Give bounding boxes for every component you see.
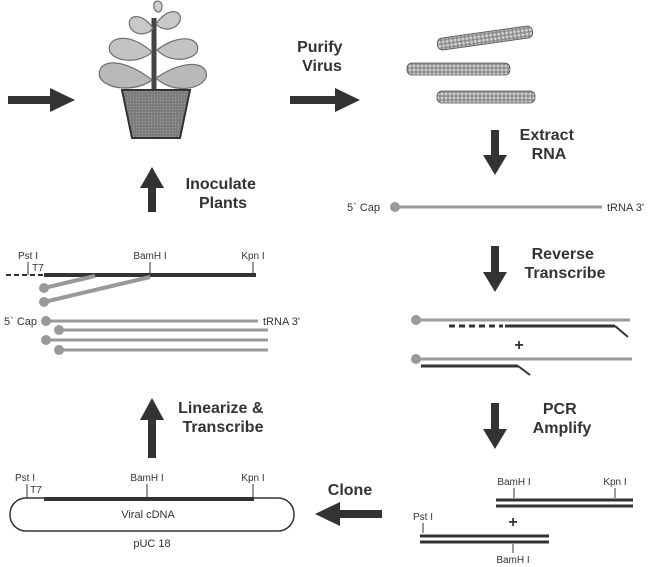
step-label-purify: Purify Virus: [297, 39, 347, 75]
leaf: [128, 16, 154, 35]
arrow-right-icon: [8, 88, 75, 112]
leaf: [155, 11, 181, 30]
label-trna-3: tRNA 3': [607, 202, 644, 214]
plus-sign: +: [508, 514, 517, 531]
truncated-transcript: [43, 274, 96, 290]
label-pst1: Pst I: [18, 251, 38, 262]
arrow-left-icon: [315, 502, 382, 526]
label-trna-3: tRNA 3': [263, 316, 300, 328]
label-pst1: Pst I: [413, 512, 433, 523]
cap-dot: [411, 354, 421, 364]
leaf: [156, 38, 199, 60]
reverse-transcription: +: [411, 315, 632, 376]
leaf: [155, 63, 207, 90]
plasmid-puc18: Pst I T7 BamH I Kpn I Viral cDNA pUC 18: [9, 473, 295, 550]
step-label-reverse: Reverse Transcribe: [525, 246, 606, 282]
pcr-products: BamH I Kpn I + Pst I BamH I: [413, 477, 633, 566]
viral-rna: 5` Cap tRNA 3': [347, 202, 644, 214]
leaf: [108, 37, 153, 61]
plus-sign: +: [514, 337, 523, 354]
step-label-pcr: PCR Amplify: [533, 401, 592, 437]
plant-illustration: [98, 0, 207, 139]
arrow-down-icon: [483, 246, 507, 292]
cap-dot: [390, 202, 400, 212]
step-label-linearize: Linearize & Transcribe: [178, 400, 268, 436]
label-bamh1: BamH I: [133, 251, 166, 262]
leaf: [98, 62, 153, 89]
truncated-transcript: [43, 275, 151, 304]
virus-rod: [406, 62, 511, 76]
label-puc18: pUC 18: [133, 538, 170, 550]
step-label-extract: Extract RNA: [520, 127, 579, 163]
label-kpn1: Kpn I: [241, 251, 264, 262]
arrow-right-icon: [290, 88, 360, 112]
arrow-down-icon: [483, 130, 507, 175]
primer-tail: [614, 325, 629, 338]
label-t7: T7: [32, 263, 44, 274]
flower-pot: [120, 89, 192, 139]
arrow-up-icon: [140, 167, 164, 212]
step-label-inoculate: Inoculate Plants: [186, 176, 261, 212]
label-bamh1: BamH I: [130, 473, 163, 484]
label-pst1: Pst I: [15, 473, 35, 484]
in-vitro-transcripts: Pst I T7 BamH I Kpn I 5` Cap tRNA 3': [4, 251, 300, 355]
step-label-clone: Clone: [328, 482, 373, 499]
label-5-cap: 5` Cap: [4, 316, 37, 328]
label-kpn1: Kpn I: [241, 473, 264, 484]
arrow-down-icon: [483, 403, 507, 449]
leaf: [153, 0, 163, 13]
label-kpn1: Kpn I: [603, 477, 626, 488]
arrow-up-icon: [140, 398, 164, 458]
virus-rod: [436, 25, 534, 51]
label-bamh1: BamH I: [496, 555, 529, 566]
primer-tail: [517, 365, 531, 376]
label-bamh1: BamH I: [497, 477, 530, 488]
cap-dot: [411, 315, 421, 325]
virus-rod: [436, 90, 536, 104]
label-5-cap: 5` Cap: [347, 202, 380, 214]
label-viral-cdna: Viral cDNA: [121, 509, 175, 521]
virus-particles: [406, 25, 536, 104]
label-t7: T7: [30, 485, 42, 496]
